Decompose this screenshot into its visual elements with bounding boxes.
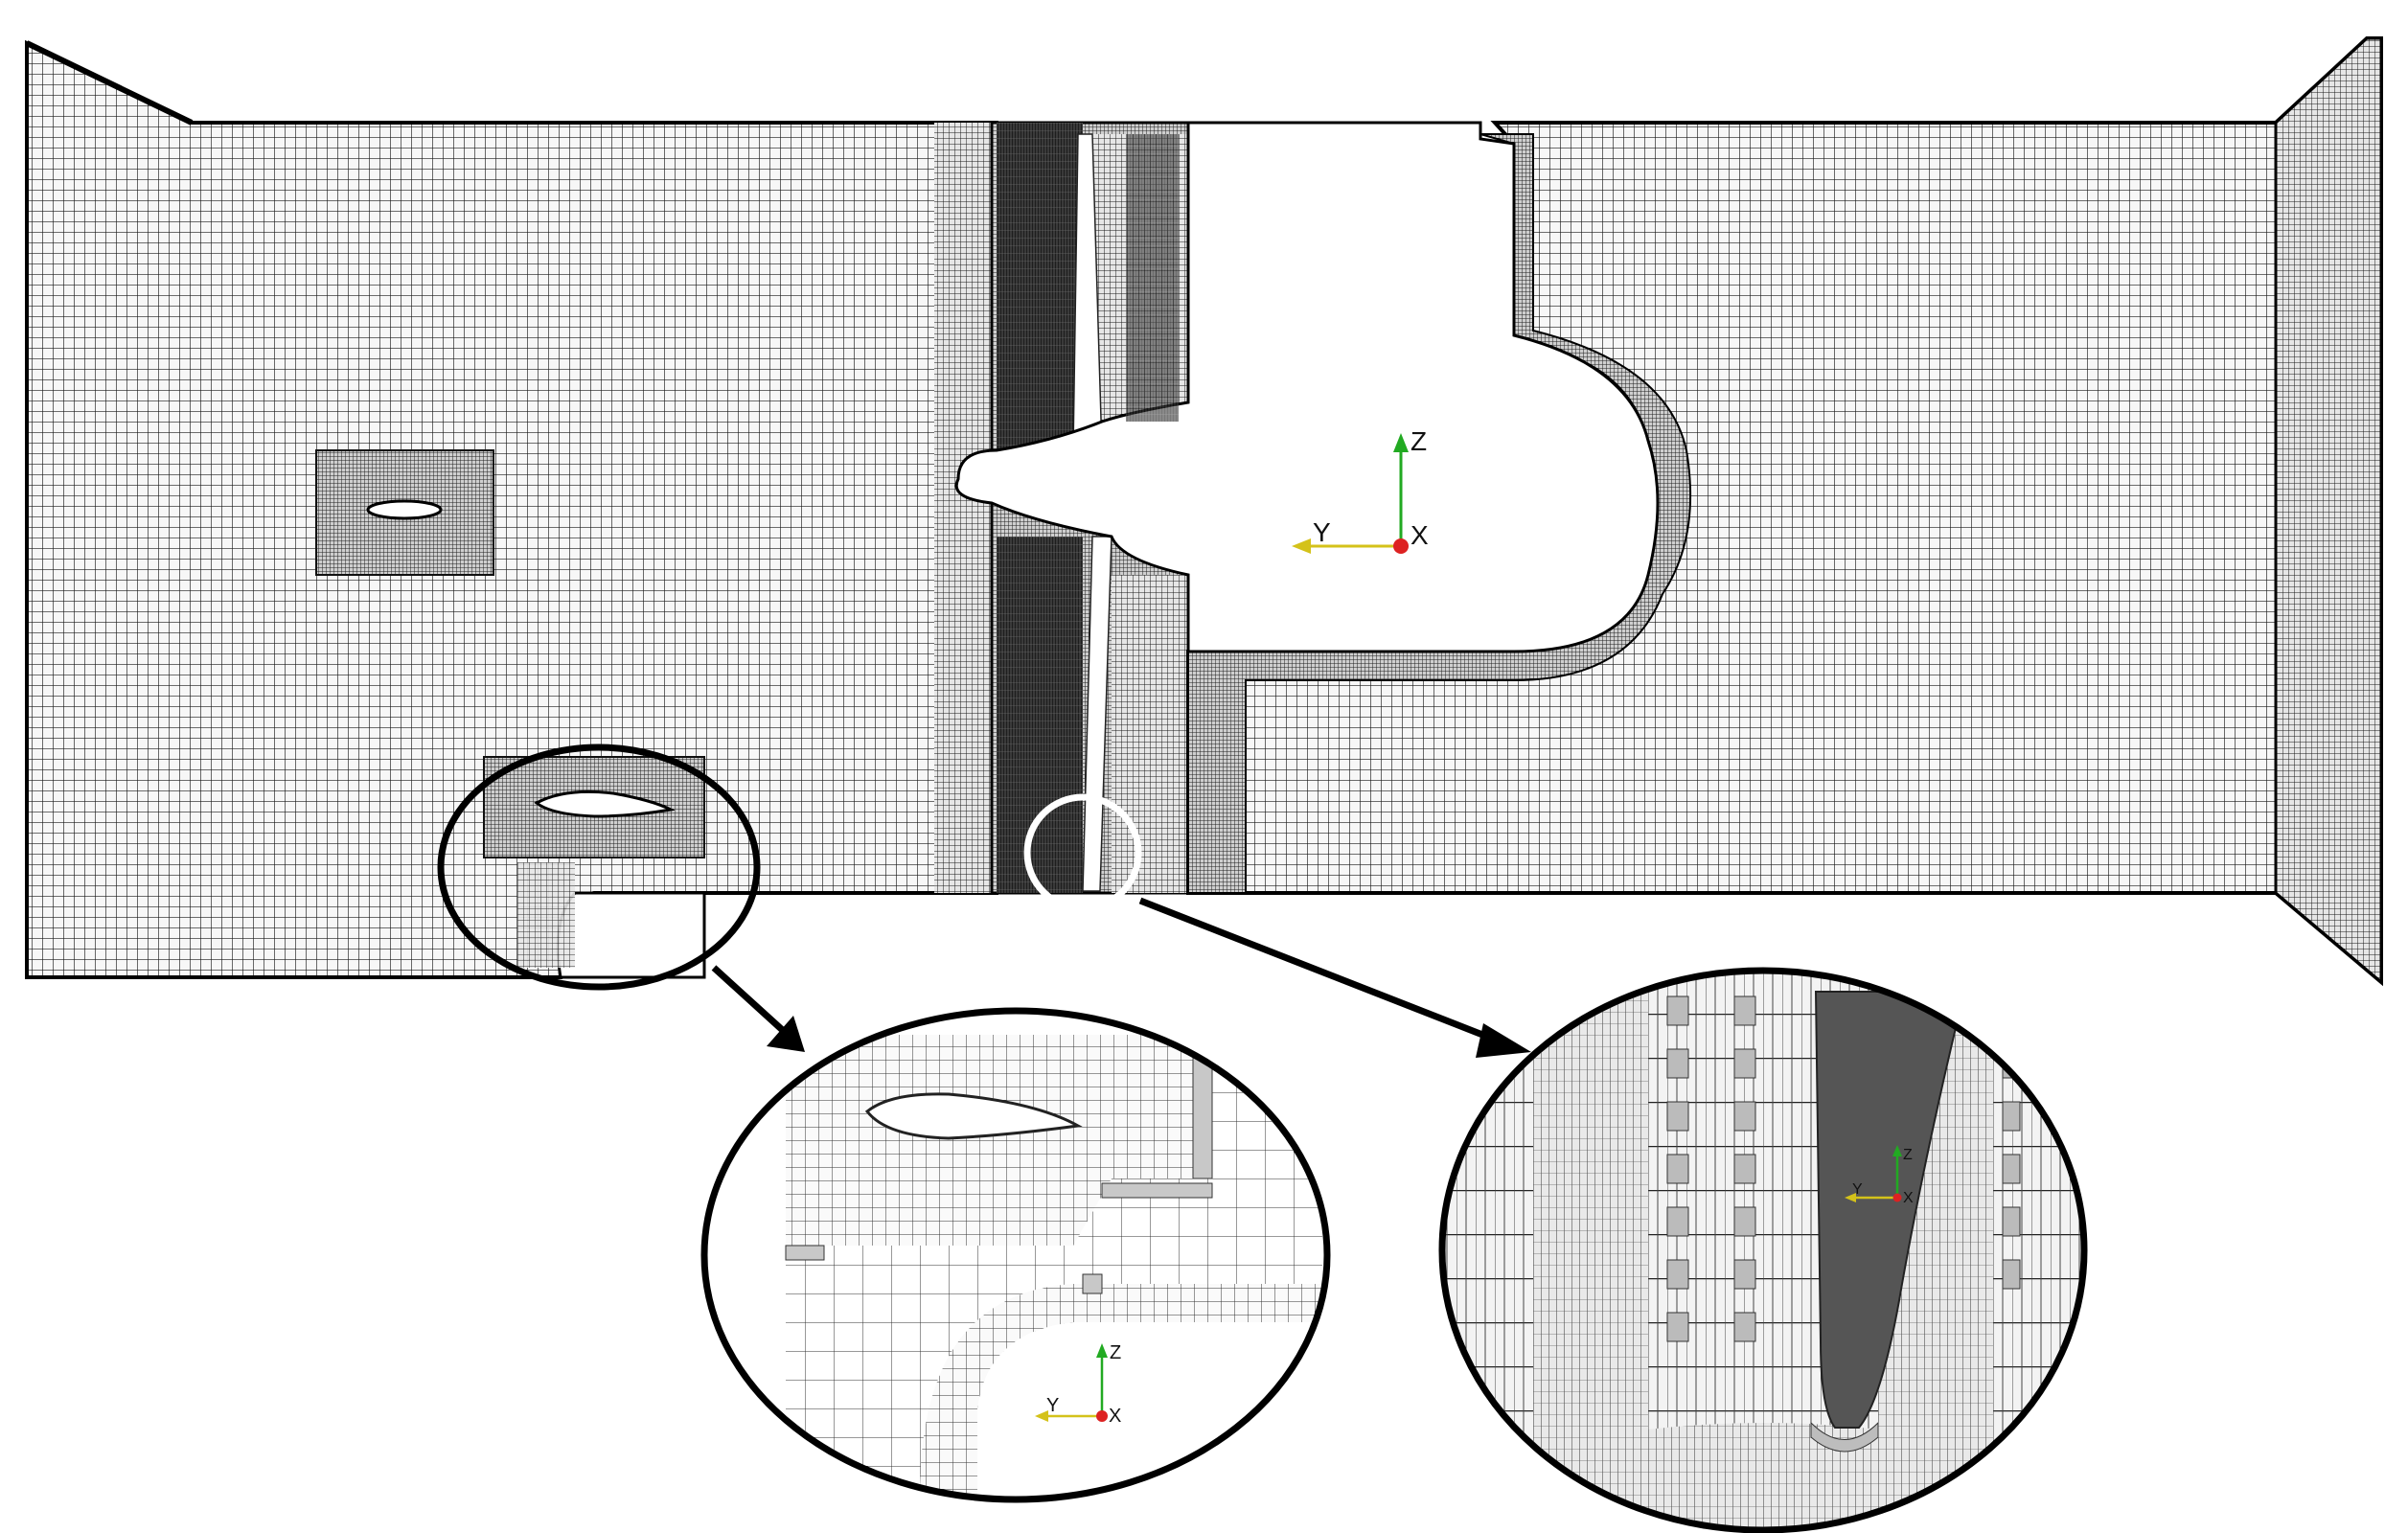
x-axis-dot-icon <box>1096 1410 1108 1422</box>
arrow-to-zoom-airfoil <box>711 965 791 1038</box>
z-arrow-icon <box>1393 433 1409 452</box>
y-arrow-icon <box>1035 1410 1048 1422</box>
notch-refinement <box>517 862 575 968</box>
axis-label-z: Z <box>1903 1147 1913 1163</box>
zoom-view-airfoil: Z Y X <box>700 1007 1331 1503</box>
lower-airfoil <box>534 789 676 818</box>
axis-label-y: Y <box>1852 1181 1863 1198</box>
zoom-blade-shape <box>1814 991 1966 1429</box>
blade-lower-band <box>997 537 1083 893</box>
upper-airfoil <box>366 499 443 520</box>
zoom-view-blade-tip: Z Y X <box>1438 967 2088 1533</box>
main-mesh-domain <box>25 36 2383 987</box>
axis-label-y: Y <box>1046 1395 1059 1416</box>
arrow-icon <box>1476 1023 1531 1058</box>
inlet-wedge-edge <box>25 40 194 126</box>
callout-circle-blade-tip <box>1023 793 1142 912</box>
x-axis-dot-icon <box>1892 1193 1902 1202</box>
central-cavity <box>954 121 1660 653</box>
callout-circle-airfoil <box>437 744 761 991</box>
arrow-icon <box>767 1016 805 1052</box>
bottom-notch <box>556 891 706 979</box>
stator-blade-top <box>1126 134 1179 422</box>
outlet-wedge-mesh <box>2274 36 2383 986</box>
axis-label-x: X <box>1109 1406 1121 1427</box>
arrow-to-zoom-blade <box>1138 897 1497 1043</box>
axis-label-x: X <box>1410 520 1429 550</box>
axis-label-y: Y <box>1313 517 1331 547</box>
z-arrow-icon <box>1096 1343 1108 1358</box>
axis-label-x: X <box>1903 1190 1914 1206</box>
zoom2-axis-triad: Z Y X <box>1845 1145 1914 1206</box>
y-arrow-icon <box>1845 1193 1856 1202</box>
blade-upper-band <box>997 123 1083 448</box>
y-arrow-icon <box>1292 538 1311 554</box>
zoom-airfoil-shape <box>864 1092 1083 1140</box>
x-axis-dot-icon <box>1393 538 1409 554</box>
axis-label-z: Z <box>1110 1342 1121 1363</box>
main-axis-triad: Z Y X <box>1292 426 1429 554</box>
left-refinement-band <box>934 123 992 893</box>
zoom1-axis-triad: Z Y X <box>1035 1342 1121 1427</box>
axis-label-z: Z <box>1410 426 1427 456</box>
z-arrow-icon <box>1892 1145 1902 1156</box>
